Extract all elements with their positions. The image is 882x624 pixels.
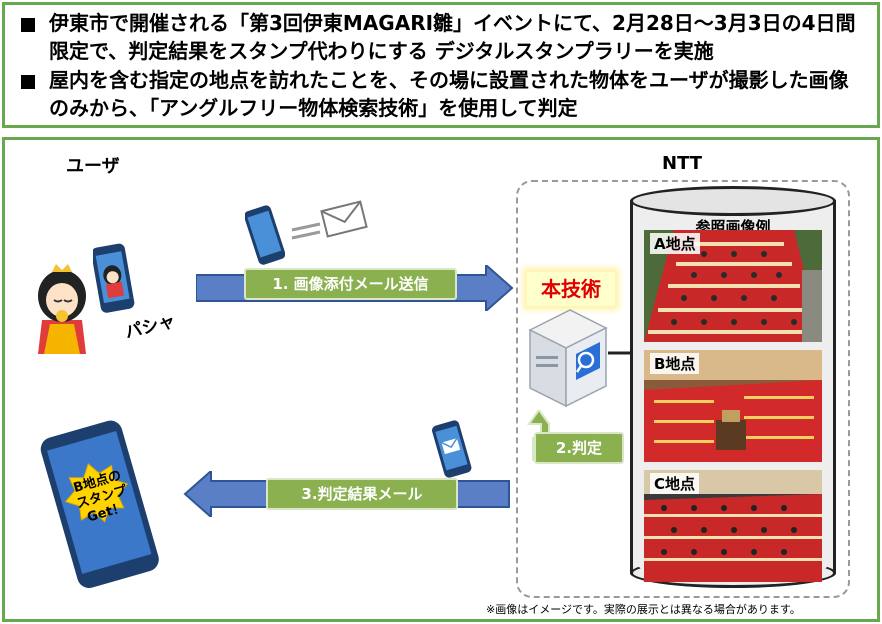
hina-doll-icon (38, 264, 86, 354)
stamp-smartphone-icon (40, 420, 159, 589)
server-icon (528, 309, 608, 408)
ntt-label: NTT (662, 153, 703, 174)
database-top (630, 186, 836, 216)
step-3-label: 3.判定結果メール (266, 478, 458, 510)
summary-bullet-text: 伊東市で開催される「第3回伊東MAGARI雛」イベントにて、2月28日～3月3日… (49, 11, 856, 63)
ntt-frame (516, 180, 850, 598)
reference-image-label: C地点 (650, 473, 700, 494)
summary-bullet: 伊東市で開催される「第3回伊東MAGARI雛」イベントにて、2月28日～3月3日… (17, 9, 867, 65)
summary-bullet: 屋内を含む指定の地点を訪れたことを、その場に設置された物体をユーザが撮影した画像… (17, 66, 867, 122)
step-2-label: 2.判定 (534, 432, 624, 464)
smartphone-mail-icon (432, 420, 472, 478)
reference-image-database: 参照画像例 A地点 (630, 186, 836, 588)
mail-icon (320, 200, 368, 238)
smartphone-icon (245, 205, 285, 265)
reference-image-a: A地点 (644, 230, 822, 342)
reference-image-label: B地点 (650, 353, 700, 374)
disclaimer-note: ※画像はイメージです。実際の展示とは異なる場合があります。 (486, 603, 801, 616)
tech-label: 本技術 (527, 272, 615, 306)
summary-bullet-text: 屋内を含む指定の地点を訪れたことを、その場に設置された物体をユーザが撮影した画像… (49, 68, 849, 120)
summary-box: 伊東市で開催される「第3回伊東MAGARI雛」イベントにて、2月28日～3月3日… (2, 2, 880, 128)
motion-lines-icon (291, 222, 321, 240)
smartphone-icon (93, 243, 135, 313)
user-label: ユーザ (66, 156, 120, 177)
reference-image-b: B地点 (644, 350, 822, 462)
hina-display-photo (644, 230, 822, 342)
connector-line (608, 351, 634, 355)
bullet-marker (21, 75, 35, 89)
reference-image-label: A地点 (650, 233, 700, 254)
bullet-marker (21, 18, 35, 32)
step-1-label: 1. 画像添付メール送信 (244, 268, 457, 300)
reference-image-c: C地点 (644, 470, 822, 582)
